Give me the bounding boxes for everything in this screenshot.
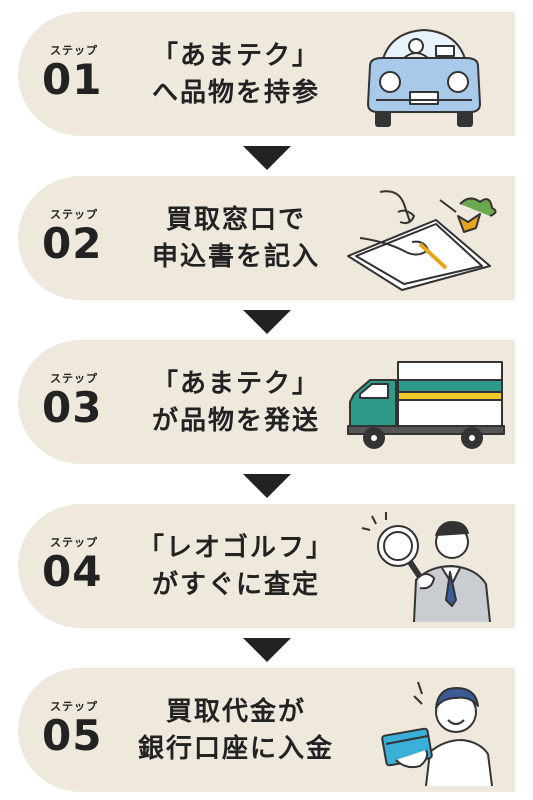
step-label: ステップ	[50, 44, 98, 57]
step-text-line1: 「レオゴルフ」	[137, 533, 334, 563]
step-text: 買取代金が 銀行口座に入金	[136, 694, 336, 768]
down-arrow-icon	[243, 474, 291, 498]
step-label: ステップ	[50, 536, 98, 549]
step-text-line2: がすぐに査定	[151, 570, 320, 600]
step-number: 02	[42, 219, 103, 268]
car-icon	[367, 29, 481, 127]
magnifier-inspector-icon	[361, 512, 491, 622]
step-text-line1: 買取窓口で	[165, 205, 306, 235]
step-04: ステップ 04 「レオゴルフ」 がすぐに査定	[18, 504, 515, 628]
step-text: 買取窓口で 申込書を記入	[136, 202, 336, 276]
step-text: 「あまテク」 が品物を発送	[136, 366, 336, 440]
step-02: ステップ 02 買取窓口で 申込書を記入	[18, 176, 515, 300]
step-label: ステップ	[50, 700, 98, 713]
bank-card-person-icon	[381, 681, 493, 786]
step-01: ステップ 01 「あまテク」 へ品物を持参	[18, 12, 515, 136]
step-text-line1: 「あまテク」	[151, 41, 320, 71]
step-text-line2: が品物を発送	[151, 406, 320, 436]
step-03: ステップ 03 「あまテク」 が品物を発送	[18, 340, 515, 464]
step-number: 04	[42, 547, 103, 596]
step-text: 「あまテク」 へ品物を持参	[136, 38, 336, 112]
step-number: 05	[42, 711, 103, 760]
down-arrow-icon	[243, 146, 291, 170]
step-text-line2: へ品物を持参	[151, 78, 320, 108]
writing-form-icon	[347, 190, 497, 291]
step-text: 「レオゴルフ」 がすぐに査定	[136, 530, 336, 604]
step-number: 01	[42, 55, 103, 104]
step-05: ステップ 05 買取代金が 銀行口座に入金	[18, 668, 515, 792]
step-text-line2: 銀行口座に入金	[137, 734, 334, 764]
delivery-truck-icon	[347, 361, 505, 449]
step-text-line1: 買取代金が	[165, 697, 306, 727]
step-label: ステップ	[50, 372, 98, 385]
down-arrow-icon	[243, 310, 291, 334]
step-number: 03	[42, 383, 103, 432]
step-text-line2: 申込書を記入	[151, 242, 320, 272]
step-text-line1: 「あまテク」	[151, 369, 320, 399]
down-arrow-icon	[243, 638, 291, 662]
step-label: ステップ	[50, 208, 98, 221]
